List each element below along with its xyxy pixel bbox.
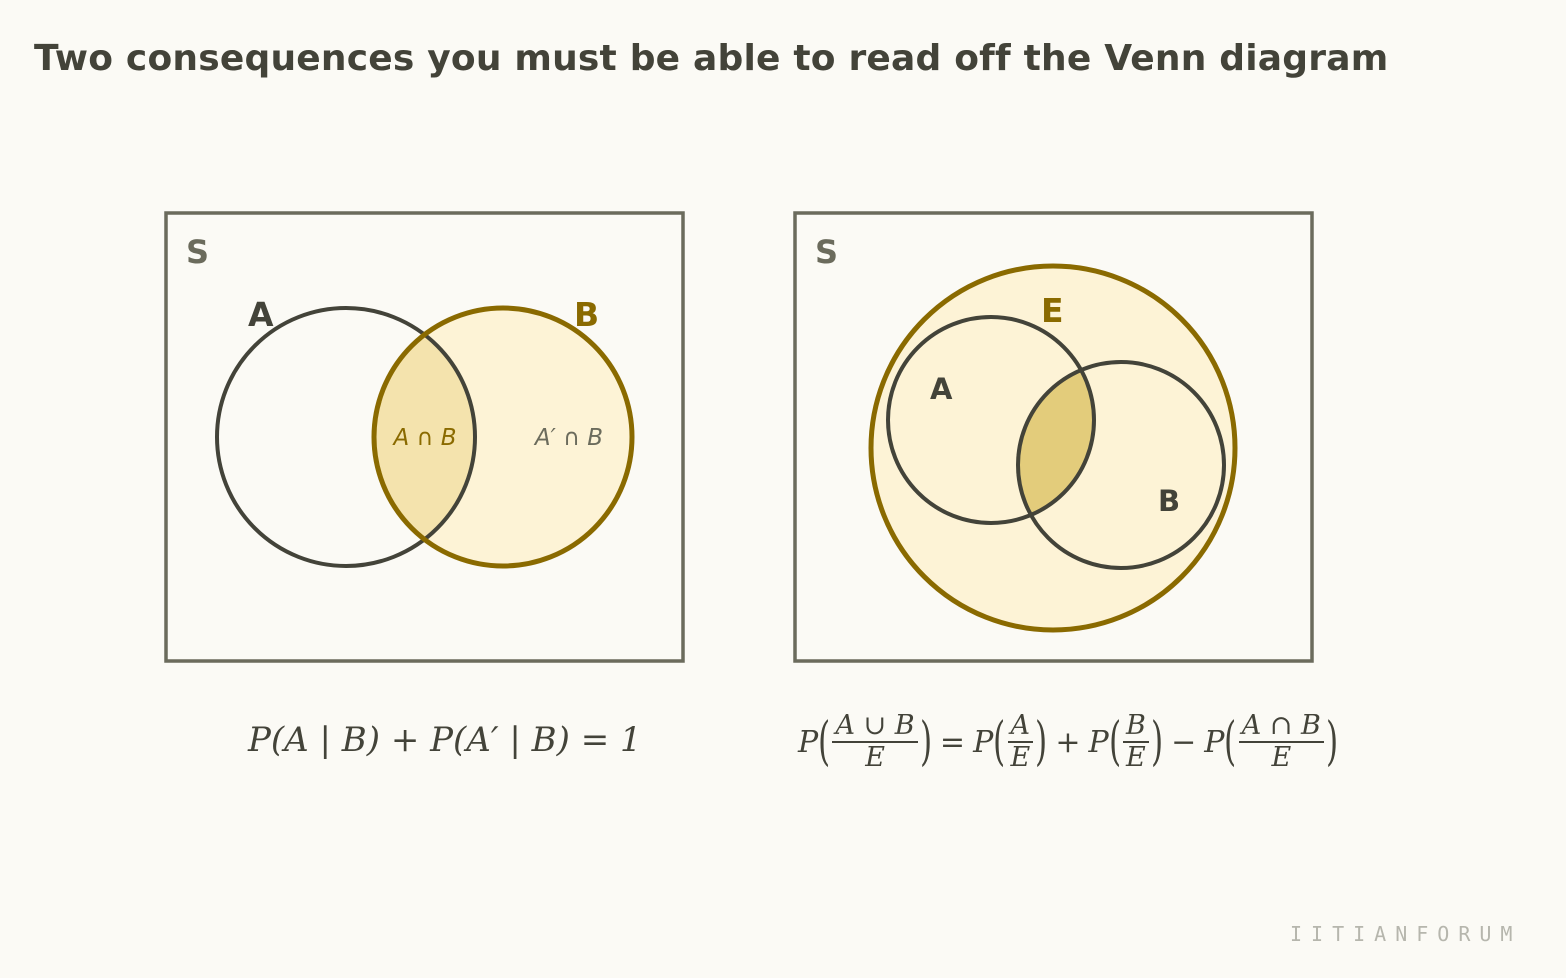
fraction-denominator: E — [865, 742, 885, 774]
region-a-complement-intersect-b: A′ ∩ B — [533, 425, 603, 451]
close-paren: ) — [1035, 712, 1048, 773]
fraction-denominator: E — [1126, 742, 1146, 774]
page-title: Two consequences you must be able to rea… — [34, 38, 1389, 79]
formula-p: P — [973, 724, 994, 760]
right-set-b-label: B — [1158, 484, 1180, 518]
open-paren: ( — [818, 712, 831, 773]
fraction-numerator: A ∩ B — [1238, 711, 1324, 744]
equals-sign: = — [939, 724, 966, 760]
right-venn-panel: S E A B — [793, 211, 1314, 663]
fraction-denominator: E — [1271, 742, 1292, 774]
left-overlap-region — [374, 308, 475, 566]
fraction-numerator: A — [1007, 711, 1034, 744]
set-e-label: E — [1041, 291, 1064, 330]
left-set-b-circle — [371, 305, 635, 569]
right-set-b-circle — [1016, 360, 1226, 570]
fraction-intersect-over-e: A ∩ B E — [1238, 711, 1324, 774]
formula-p: P — [1088, 724, 1109, 760]
plus-sign: + — [1055, 724, 1081, 760]
formula-p: P — [248, 720, 271, 760]
left-universe-frame — [164, 211, 685, 663]
right-formula: P ( A ∪ B E ) = P ( A E ) + P ( B E ) − … — [798, 711, 1339, 774]
fraction-denominator: E — [1010, 742, 1031, 774]
formula-p: P — [798, 724, 819, 760]
left-formula: P(A | B) + P(A′ | B) = 1 — [248, 720, 642, 760]
fraction-numerator: A ∪ B — [832, 711, 918, 744]
close-paren: ) — [1150, 712, 1164, 773]
fraction-union-over-e: A ∪ B E — [832, 711, 918, 774]
left-venn-panel: S A B A ∩ B A′ ∩ B — [164, 211, 685, 663]
region-a-intersect-b: A ∩ B — [392, 425, 457, 451]
watermark: IITIANFORUM — [1290, 922, 1522, 946]
fraction-a-over-e: A E — [1007, 711, 1034, 774]
fraction-numerator: B — [1122, 711, 1149, 744]
left-universe-label: S — [186, 233, 209, 271]
formula-p: P — [1204, 724, 1225, 760]
open-paren: ( — [1108, 712, 1121, 773]
right-set-a-label: A — [930, 372, 953, 406]
formula-lhs: (A | B) + — [270, 720, 431, 760]
right-set-a-circle — [886, 315, 1096, 525]
left-set-b-label: B — [574, 295, 599, 334]
close-paren: ) — [919, 712, 932, 773]
left-set-a-label: A — [248, 295, 274, 334]
open-paren: ( — [1224, 712, 1237, 773]
minus-sign: − — [1171, 724, 1197, 760]
open-paren: ( — [993, 712, 1006, 773]
formula-p: P — [430, 720, 454, 760]
formula-rhs: (A′ | B) = 1 — [453, 720, 642, 760]
right-universe-frame — [793, 211, 1314, 663]
right-universe-label: S — [815, 233, 838, 271]
left-set-a-circle — [215, 306, 477, 568]
fraction-b-over-e: B E — [1122, 711, 1149, 774]
close-paren: ) — [1325, 712, 1339, 773]
